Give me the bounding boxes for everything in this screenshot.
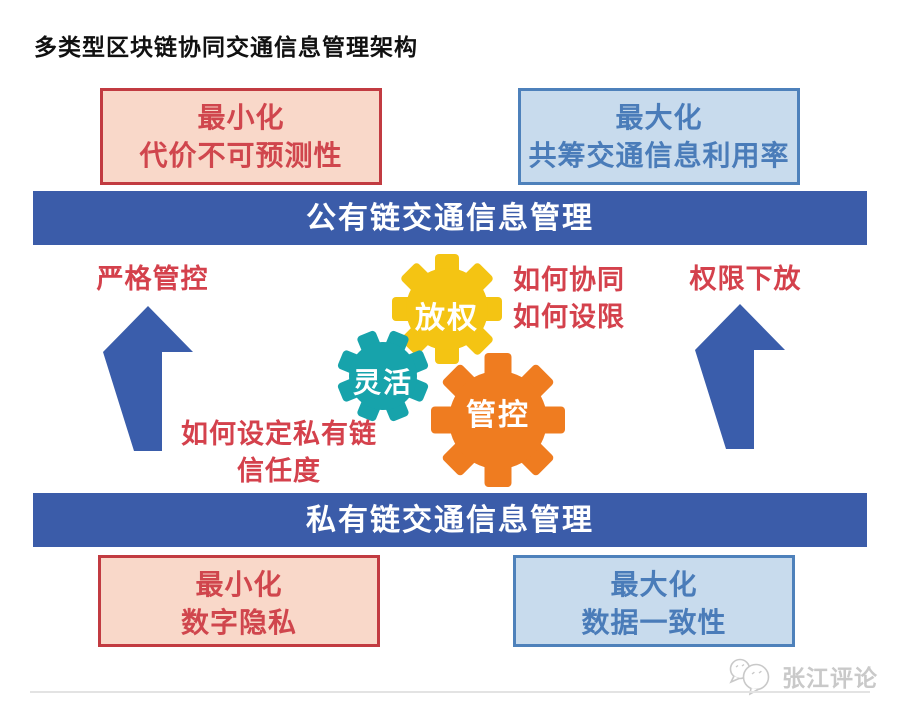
public-chain-bar: 公有链交通信息管理 — [33, 191, 867, 245]
gear-flexible-icon — [337, 330, 429, 422]
up-arrow-icon — [695, 304, 785, 449]
watermark-label: 张江评论 — [782, 665, 878, 691]
gear-control-icon — [431, 353, 565, 487]
box-line: 最大化 — [615, 102, 703, 133]
gear-top-label: 放权 — [415, 302, 479, 335]
up-arrow-icon — [103, 306, 193, 451]
box-line: 代价不可预测性 — [139, 140, 343, 171]
center-question-line: 如何设限 — [513, 302, 625, 332]
box-line: 最小化 — [195, 569, 283, 600]
box-minimize-privacy: 最小化 数字隐私 — [98, 555, 380, 647]
center-question: 如何协同 如何设限 — [513, 262, 625, 336]
chat-bubbles-icon — [729, 658, 770, 696]
footer-divider — [30, 691, 870, 693]
watermark: 张江评论 — [726, 656, 878, 696]
box-maximize-consistency: 最大化 数据一致性 — [513, 555, 795, 647]
box-line: 数字隐私 — [180, 607, 297, 638]
private-question-line: 信任度 — [237, 456, 321, 486]
gear-cluster — [337, 254, 565, 487]
box-line: 数据一致性 — [581, 607, 727, 638]
box-minimize-cost: 最小化 代价不可预测性 — [100, 88, 382, 185]
gear-decentralize-icon — [392, 254, 502, 364]
private-chain-bar: 私有链交通信息管理 — [33, 493, 867, 547]
box-line: 最小化 — [197, 102, 285, 133]
box-line: 共筹交通信息利用率 — [528, 140, 790, 171]
left-arrow-label: 严格管控 — [96, 264, 209, 294]
right-arrow-label: 权限下放 — [689, 264, 802, 294]
diagram-title: 多类型区块链协同交通信息管理架构 — [34, 34, 418, 60]
gear-right-label: 管控 — [466, 399, 530, 432]
gear-left-label: 灵活 — [352, 367, 413, 398]
private-chain-question: 如何设定私有链 信任度 — [168, 416, 390, 490]
center-question-line: 如何协同 — [513, 265, 625, 295]
private-question-line: 如何设定私有链 — [181, 419, 377, 449]
box-line: 最大化 — [610, 569, 698, 600]
box-maximize-utilization: 最大化 共筹交通信息利用率 — [518, 88, 800, 185]
